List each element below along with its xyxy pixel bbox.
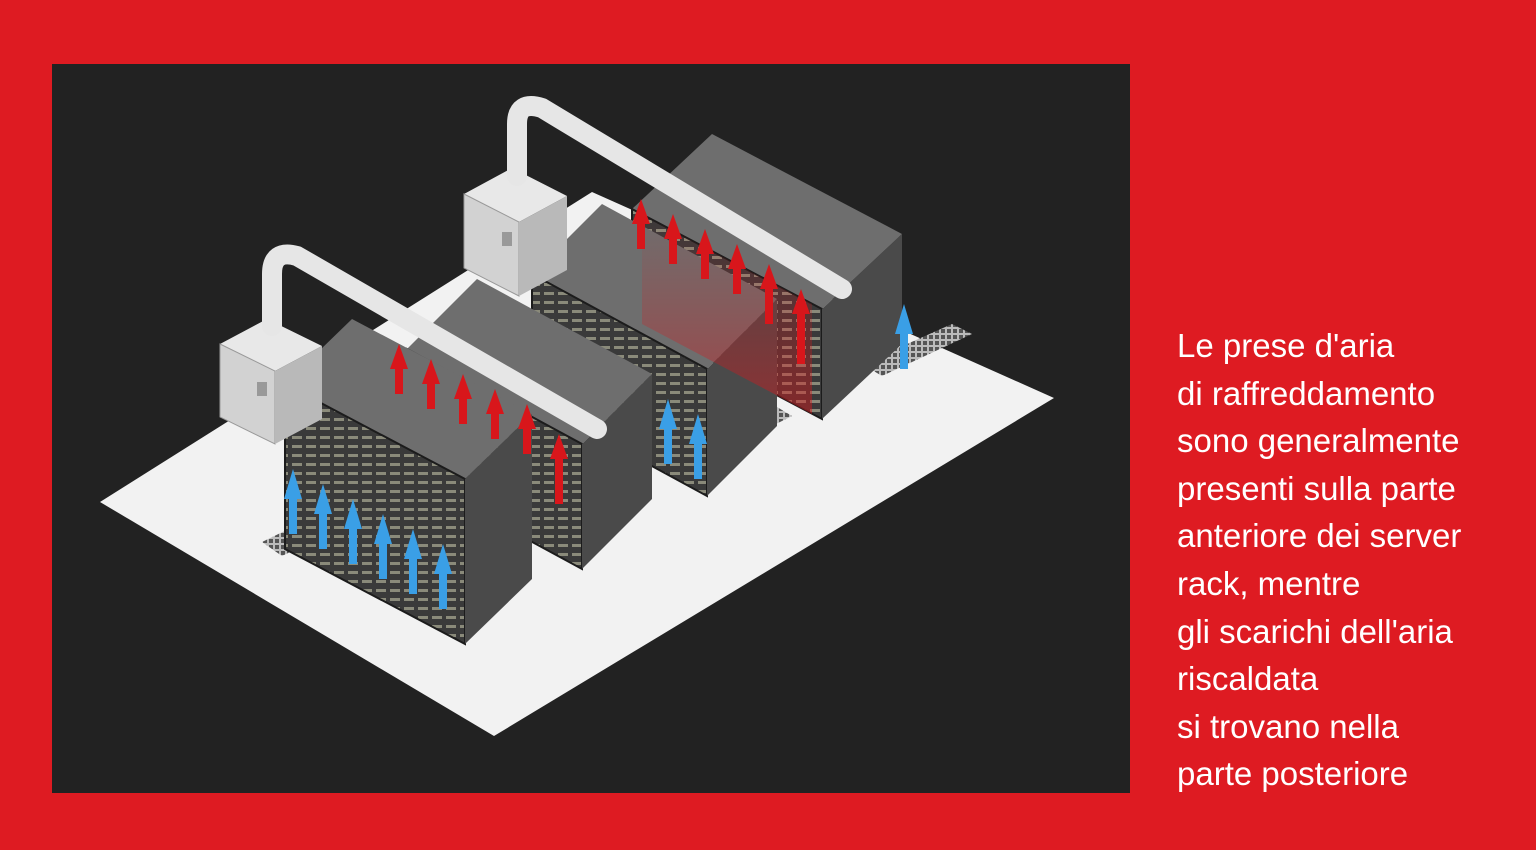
caption-text: Le prese d'aria di raffreddamento sono g… <box>1177 322 1517 798</box>
rack-row-front-cold <box>284 319 532 646</box>
isometric-server-room <box>100 96 1054 736</box>
cooling-unit-back <box>463 168 567 297</box>
up-arrow-blue-icon <box>404 529 422 594</box>
return-duct-back <box>507 96 852 299</box>
up-arrow-red-icon <box>792 289 810 364</box>
up-arrow-red-icon <box>550 434 568 504</box>
caption-line: presenti sulla parte <box>1177 469 1456 507</box>
up-arrow-red-icon <box>518 404 536 454</box>
caption-line: gli scarichi dell'aria <box>1177 612 1453 650</box>
up-arrow-blue-icon <box>659 399 677 464</box>
caption-line: Le prese d'aria <box>1177 327 1395 364</box>
up-arrow-blue-icon <box>284 469 302 534</box>
up-arrow-blue-icon <box>434 544 452 609</box>
caption-line: sono generalmente <box>1177 422 1460 460</box>
caption-line: si trovano nella <box>1177 707 1399 745</box>
caption-line: parte posteriore <box>1177 755 1409 793</box>
up-arrow-red-icon <box>728 244 746 294</box>
up-arrow-red-icon <box>760 264 778 324</box>
cooling-unit-front <box>219 319 322 445</box>
caption-line: di raffreddamento <box>1177 374 1436 412</box>
return-duct-front <box>262 244 607 439</box>
floor-grate-row-4 <box>862 324 972 376</box>
up-arrow-blue-icon <box>374 514 392 579</box>
up-arrow-red-icon <box>486 389 504 439</box>
up-arrow-red-icon <box>390 344 408 394</box>
up-arrow-red-icon <box>696 229 714 279</box>
caption-line: rack, mentre <box>1177 564 1361 602</box>
up-arrow-red-icon <box>422 359 440 409</box>
up-arrow-blue-icon <box>314 484 332 549</box>
up-arrow-red-icon <box>664 214 682 264</box>
up-arrow-red-icon <box>454 374 472 424</box>
up-arrow-blue-icon <box>895 304 913 369</box>
cold-air-arrows <box>284 304 913 609</box>
up-arrow-red-icon <box>632 199 650 249</box>
caption-line: anteriore dei server <box>1177 517 1462 555</box>
hot-air-arrows <box>390 199 810 504</box>
hot-aisle-glow-back <box>642 214 812 414</box>
up-arrow-blue-icon <box>344 499 362 564</box>
data-center-illustration <box>52 64 1130 793</box>
caption-line: riscaldata <box>1177 660 1319 698</box>
up-arrow-blue-icon <box>689 414 707 479</box>
